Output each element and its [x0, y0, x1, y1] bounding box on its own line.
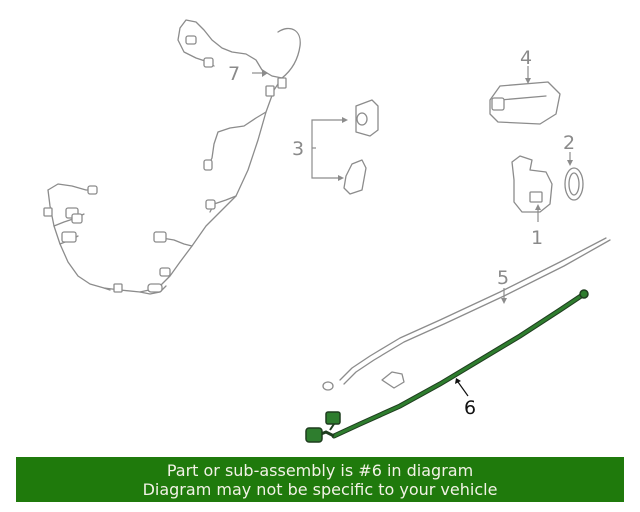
part-2-ring[interactable]: [564, 152, 584, 201]
banner-line-2: Diagram may not be specific to your vehi…: [142, 480, 498, 499]
banner-line-1: Part or sub-assembly is #6 in diagram: [166, 461, 474, 480]
callout-2: 2: [563, 132, 575, 154]
callout-5: 5: [497, 267, 509, 289]
callout-6: 6: [464, 397, 476, 419]
part-6-highlighted-harness[interactable]: [305, 289, 589, 443]
part-notice-banner: Part or sub-assembly is #6 in diagram Di…: [16, 457, 624, 502]
part-5-trim-strip[interactable]: [322, 237, 611, 391]
part-4-sensor-module[interactable]: [489, 66, 561, 125]
callout-4: 4: [520, 47, 532, 69]
callout-3: 3: [292, 138, 304, 160]
part-7-wiring-harness[interactable]: [43, 19, 301, 295]
part-1-sensor[interactable]: [511, 155, 553, 222]
callout-1: 1: [531, 227, 543, 249]
callout-7: 7: [228, 63, 240, 85]
part-3-brackets[interactable]: [311, 99, 379, 195]
